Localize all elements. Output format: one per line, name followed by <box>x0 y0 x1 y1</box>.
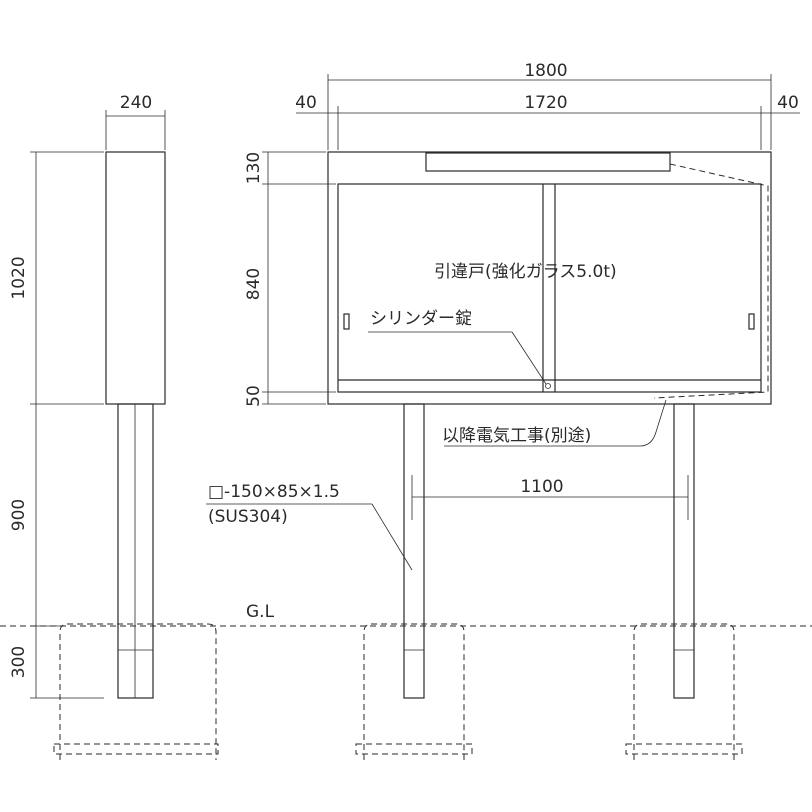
header-sign-panel <box>425 152 671 172</box>
side-foundation <box>59 623 217 760</box>
inner-width-label: 1720 <box>524 93 567 113</box>
ground-line-label: G.L <box>246 602 275 622</box>
door-label: 引違戸(強化ガラス5.0t) <box>434 262 617 282</box>
board-height-label: 1020 <box>9 256 29 299</box>
front-view: 1800 40 1720 40 130 840 50 引違戸(強化ガラス5.0t… <box>206 61 800 760</box>
left-post <box>403 403 425 699</box>
post-height-label: 900 <box>9 499 29 531</box>
right-door-handle <box>748 313 755 330</box>
door-height-label: 840 <box>244 268 264 300</box>
right-foundation <box>633 623 735 760</box>
electrical-callout-line <box>444 399 667 447</box>
right-edge-label: 40 <box>777 93 799 113</box>
left-foundation <box>363 623 465 760</box>
side-post <box>117 403 154 699</box>
overall-width-label: 1800 <box>524 61 567 81</box>
embed-depth-label: 300 <box>9 646 29 678</box>
left-edge-label: 40 <box>295 93 317 113</box>
side-view: 240 1020 900 300 <box>9 93 219 760</box>
side-cabinet <box>105 151 166 405</box>
left-door-handle <box>343 313 350 330</box>
bottom-strip-label: 50 <box>244 385 264 407</box>
right-post <box>673 403 695 699</box>
sliding-door-frame <box>337 183 762 393</box>
wiring-path <box>653 163 769 399</box>
lock-leader-line <box>511 331 547 385</box>
post-material-label: (SUS304) <box>208 507 288 527</box>
lock-label: シリンダー錠 <box>370 309 472 329</box>
post-spec-label: □-150×85×1.5 <box>208 482 340 502</box>
front-cabinet <box>327 151 772 405</box>
top-strip-label: 130 <box>244 152 264 184</box>
electrical-label: 以降電気工事(別途) <box>442 426 591 446</box>
post-spacing-label: 1100 <box>520 477 563 497</box>
post-spec-leader-line <box>371 503 413 571</box>
depth-dimension-label: 240 <box>120 93 152 113</box>
cylinder-lock <box>545 383 551 389</box>
